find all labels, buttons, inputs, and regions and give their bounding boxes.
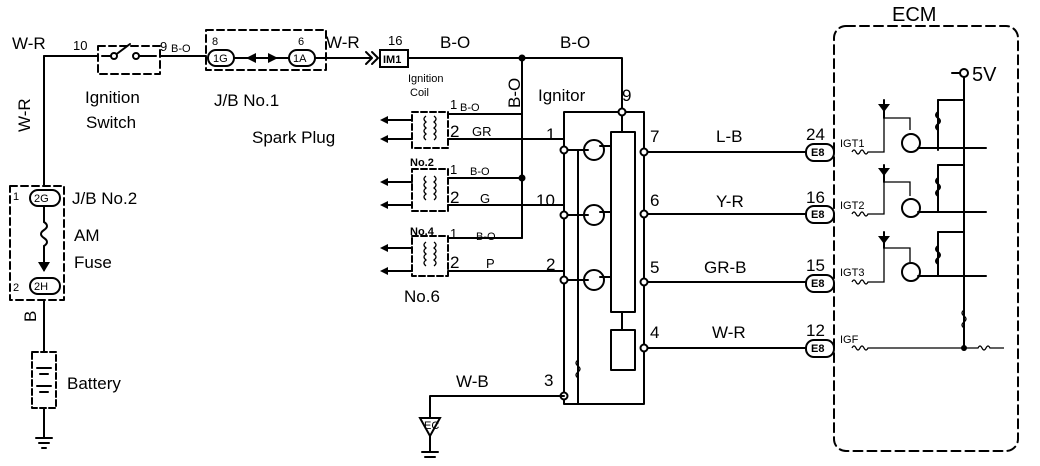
wire-label-y-r: Y-R: [716, 192, 744, 211]
pin-coil1-2: 2: [450, 122, 459, 141]
ecm-label: ECM: [892, 4, 936, 26]
igt3-label: IGT3: [840, 267, 864, 279]
pin-coil3-2: 2: [450, 253, 459, 272]
ignition-switch: [97, 43, 207, 75]
pin-jb1-8: 8: [212, 36, 218, 48]
ignition-coil-1: [380, 111, 565, 149]
pin-ignitor-4: 4: [650, 323, 659, 342]
left-power-wire: [35, 55, 99, 449]
jb1-label: J/B No.1: [214, 91, 279, 110]
coil-no2-label: No.2: [410, 157, 434, 169]
wire-label-p: P: [486, 256, 495, 271]
pin-ignitor-9: 9: [622, 86, 631, 105]
wire-label-w-b: W-B: [456, 372, 489, 391]
ignitor-box: [559, 107, 649, 405]
igf-label: IGF: [840, 334, 859, 346]
im1-to-ignitor: [379, 49, 623, 239]
wire-label-b-o-2: B-O: [560, 33, 590, 52]
pin-coil1-1: 1: [450, 97, 457, 112]
pin-im1-16: 16: [388, 33, 402, 48]
pin-ignitor-10: 10: [536, 191, 555, 210]
wire-label-w-r-jb: W-R: [326, 33, 360, 52]
connector-im1: IM1: [383, 54, 401, 66]
ignitor-label: Ignitor: [538, 86, 586, 105]
ignitor-ground: [418, 395, 565, 458]
pin-ecm-24: 24: [806, 125, 825, 144]
wire-label-g: G: [480, 191, 490, 206]
wire-label-w-r-left: W-R: [15, 98, 34, 132]
pin-ignitor-5: 5: [650, 258, 659, 277]
jb2-label: J/B No.2: [72, 189, 137, 208]
wire-label-coil3-b-o: B-O: [476, 231, 496, 243]
pin-ignitor-1: 1: [546, 125, 555, 144]
pin-ignitor-3: 3: [544, 371, 553, 390]
coil-no4-label: No.4: [410, 226, 435, 238]
pin-ecm-15: 15: [806, 256, 825, 275]
connector-1a: 1A: [293, 53, 307, 65]
pin-ignitor-7: 7: [650, 127, 659, 146]
igt1-label: IGT1: [840, 138, 864, 150]
wire-label-l-b: L-B: [716, 127, 742, 146]
diagram-labels: W-R 10 9 B-O 8 6 1G 1A W-R 16 IM1 B-O B-…: [12, 4, 997, 432]
ignition-switch-label-1: Ignition: [85, 88, 140, 107]
ignition-coil-2: [380, 168, 565, 212]
ignition-coil-label-2: Coil: [410, 87, 429, 99]
connector-e8-1: E8: [811, 147, 824, 159]
connector-2h: 2H: [34, 281, 48, 293]
pin-switch-10: 10: [73, 38, 87, 53]
fuse-label: Fuse: [74, 253, 112, 272]
wire-label-coil1-b-o: B-O: [460, 102, 480, 114]
wire-label-b: B: [21, 311, 40, 322]
signal-wires: [647, 151, 807, 349]
wire-label-w-r-top: W-R: [12, 34, 46, 53]
battery-symbol: [31, 351, 57, 409]
wire-label-coil2-b-o: B-O: [470, 166, 490, 178]
pin-ignitor-6: 6: [650, 191, 659, 210]
connector-e8-4: E8: [811, 343, 824, 355]
connector-1g: 1G: [213, 53, 228, 65]
ignition-coil-label-1: Ignition: [408, 73, 443, 85]
pin-switch-9: 9: [160, 39, 167, 54]
connector-e8-3: E8: [811, 278, 824, 290]
coil-no6-label: No.6: [404, 287, 440, 306]
jb1-box: [205, 29, 379, 71]
wire-label-w-r-igf: W-R: [712, 323, 746, 342]
pin-coil3-1: 1: [450, 226, 457, 241]
pin-ignitor-2: 2: [546, 255, 555, 274]
pin-jb1-6: 6: [298, 36, 304, 48]
pin-ecm-12: 12: [806, 321, 825, 340]
jb2-am-fuse: [9, 185, 65, 301]
igt2-label: IGT2: [840, 200, 864, 212]
wire-label-b-o-vertical: B-O: [505, 78, 524, 108]
pin-am-1: 1: [13, 191, 19, 203]
ground-ec-label: EC: [424, 420, 439, 432]
connector-2g: 2G: [34, 193, 49, 205]
connector-e8-2: E8: [811, 209, 824, 221]
pin-ecm-16: 16: [806, 188, 825, 207]
pin-coil2-1: 1: [450, 162, 457, 177]
wire-label-b-o-1: B-O: [440, 33, 470, 52]
ignition-switch-label-2: Switch: [86, 113, 136, 132]
am-label: AM: [74, 226, 100, 245]
battery-label: Battery: [67, 374, 121, 393]
wire-label-gr: GR: [472, 124, 492, 139]
ecm-box: [805, 25, 1019, 452]
5v-label: 5V: [972, 64, 997, 86]
wire-label-gr-b: GR-B: [704, 258, 747, 277]
ignition-coil-3: [380, 235, 565, 277]
pin-coil2-2: 2: [450, 188, 459, 207]
pin-am-2: 2: [13, 282, 19, 294]
wire-label-b-o-small: B-O: [171, 43, 191, 55]
spark-plug-label: Spark Plug: [252, 128, 335, 147]
